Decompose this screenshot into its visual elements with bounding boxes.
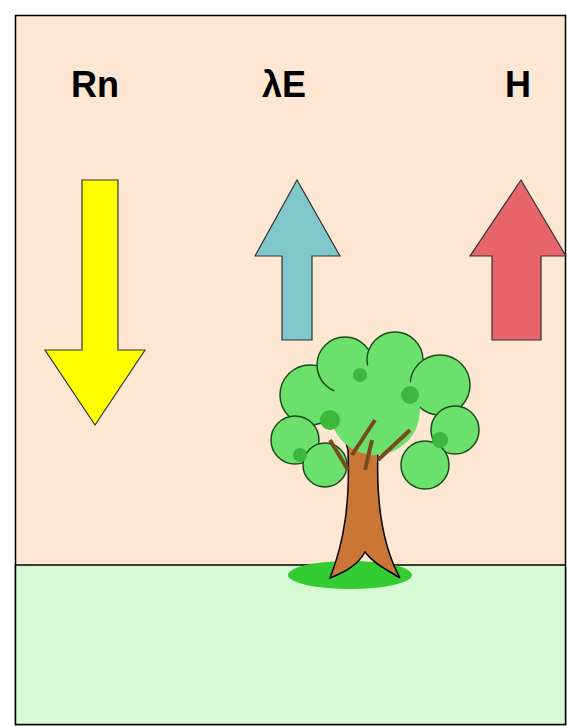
radiation-arrow (45, 180, 145, 425)
flux-label: Rn (71, 67, 119, 103)
flux-label: λE (262, 67, 306, 103)
sensible-heat-arrow (470, 180, 566, 340)
latent-heat-arrow (255, 180, 340, 340)
tree-illustration (271, 332, 479, 589)
flux-label: H (505, 67, 531, 103)
ground-band (16, 565, 566, 725)
sky-panel (16, 16, 566, 725)
